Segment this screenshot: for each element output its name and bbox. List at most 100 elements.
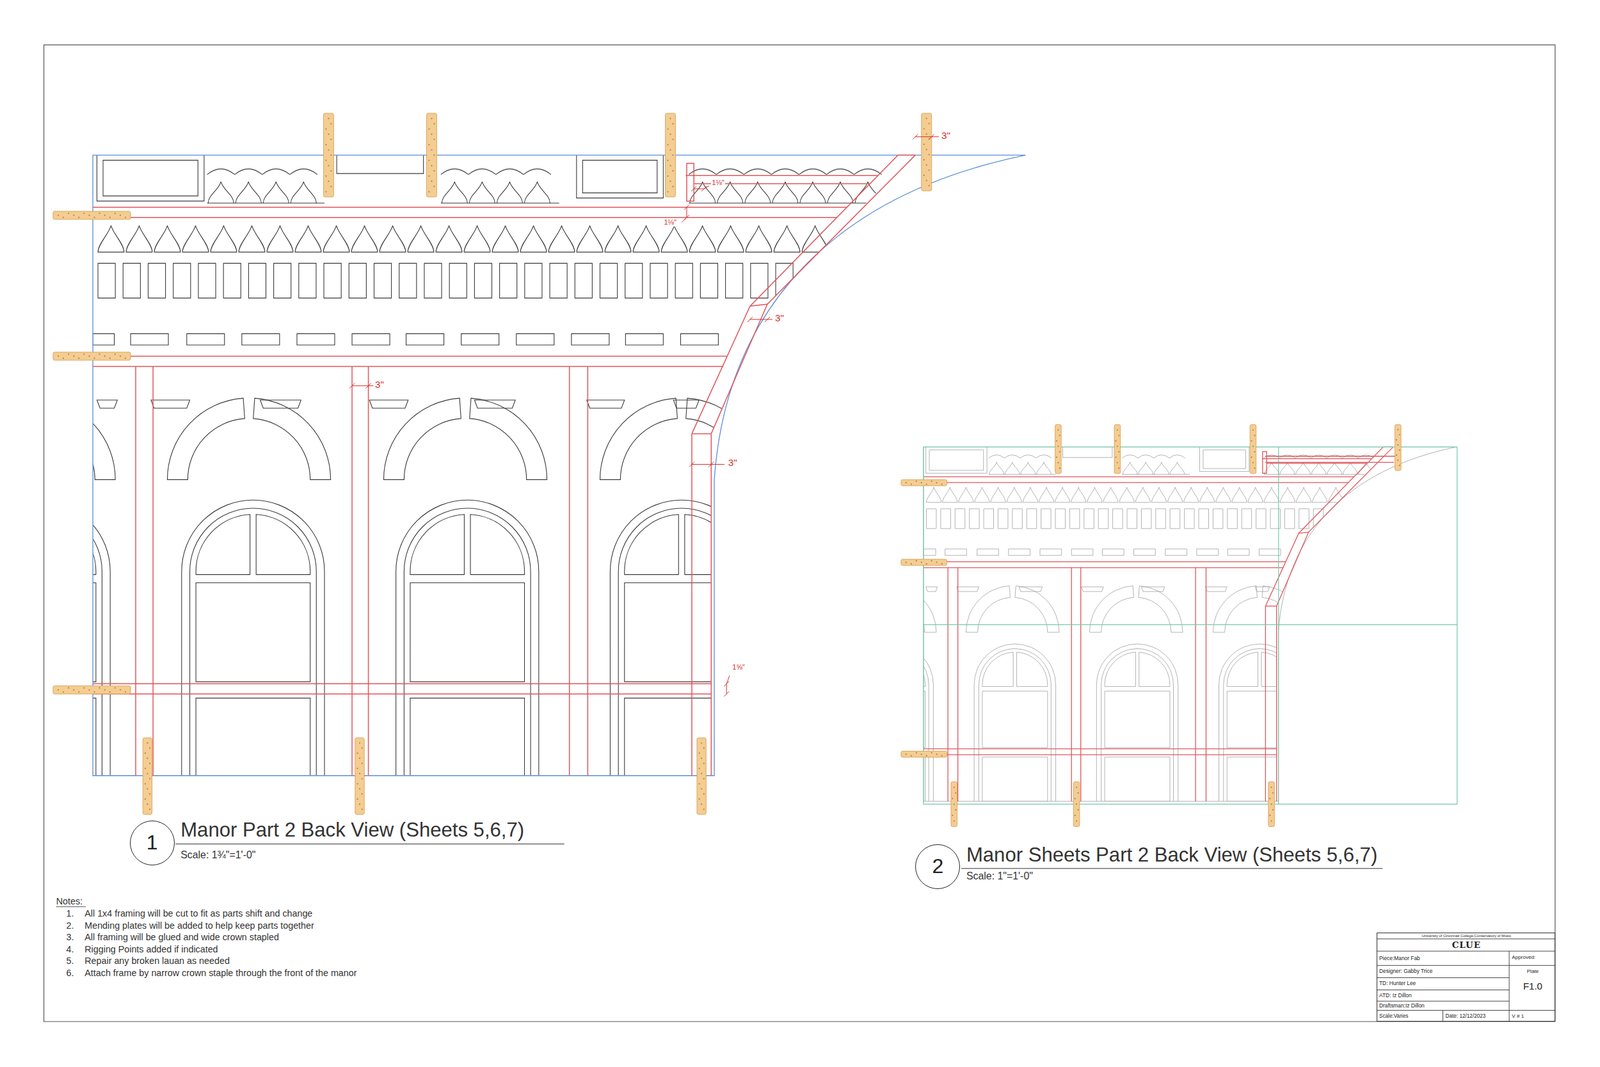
window-pane	[982, 691, 1048, 748]
rig-dot	[359, 787, 361, 790]
window-pane	[1016, 652, 1048, 687]
rig-dot	[666, 159, 669, 161]
rig-dot	[104, 355, 106, 357]
rig-dot	[1114, 456, 1117, 458]
rig-dot	[1074, 798, 1076, 800]
view-1	[0, 154, 1026, 776]
rig-dot	[672, 185, 674, 187]
dentil	[1084, 508, 1094, 529]
scallop	[351, 225, 378, 252]
rig-dot	[88, 689, 90, 691]
dimension: 3"	[727, 456, 738, 468]
scallop	[1312, 487, 1328, 503]
dimension: 3"	[374, 378, 385, 390]
view-callout-circle: 1	[129, 820, 175, 866]
dentil	[954, 508, 965, 529]
view-scale: Scale: 1"=1'-0"	[966, 870, 1033, 882]
rig-dot	[361, 747, 363, 749]
rig-dot	[88, 355, 90, 357]
framing-1x4	[947, 567, 949, 802]
window-frame	[0, 499, 111, 776]
dentil	[298, 263, 317, 298]
arch-piece	[167, 398, 245, 480]
framing-1x4	[750, 304, 768, 306]
rig-dot	[669, 165, 671, 167]
rig-dot	[700, 772, 703, 774]
rig-dot	[666, 144, 669, 146]
rig-dot	[923, 143, 925, 145]
rig-dot	[62, 357, 64, 360]
scallop-arc	[1169, 455, 1186, 459]
framing-1x4	[1194, 567, 1196, 802]
arch-piece	[842, 585, 888, 633]
rig-dot	[1252, 445, 1254, 447]
window-pane	[684, 514, 740, 575]
rig-dot	[926, 483, 928, 485]
rig-dot	[920, 753, 923, 755]
rig-dot	[1077, 808, 1079, 811]
dim-tick	[723, 691, 729, 697]
window-pane	[410, 514, 465, 575]
rig-dot	[669, 117, 671, 120]
rig-dot	[1118, 434, 1120, 436]
scallop-arc	[854, 168, 882, 175]
dentil	[1284, 508, 1295, 529]
framing-1x4	[1071, 567, 1072, 802]
scallop	[1296, 462, 1311, 475]
dentil	[1141, 508, 1151, 529]
scallop	[295, 225, 322, 252]
rig-dot	[144, 782, 146, 784]
tab	[673, 400, 699, 409]
rig-dot	[330, 122, 332, 125]
dimension-line	[349, 383, 371, 389]
arch-piece	[0, 398, 30, 480]
framing-diagonal	[1276, 446, 1394, 607]
rig-dot	[88, 214, 90, 216]
scallop	[407, 225, 434, 252]
panel	[582, 160, 657, 193]
scallop	[1122, 462, 1138, 475]
scallop	[604, 225, 632, 252]
sheet-seam	[1278, 446, 1279, 804]
dentil	[1112, 508, 1123, 529]
scallop	[266, 225, 294, 252]
scallop	[1022, 487, 1038, 503]
dentil	[1026, 508, 1037, 529]
rig-dot	[98, 353, 100, 355]
framing-1x4	[897, 154, 916, 157]
framing-1x4	[923, 753, 1277, 755]
scallop	[1119, 487, 1135, 503]
rig-dot	[926, 179, 928, 182]
rig-dot	[1059, 434, 1061, 436]
dentil	[173, 263, 191, 298]
rig-body	[355, 737, 365, 815]
rigging-point	[142, 737, 152, 815]
scallop-base	[688, 202, 898, 204]
dentil	[424, 263, 442, 298]
note-text: Attach frame by narrow crown staple thro…	[84, 967, 357, 978]
tab	[1205, 586, 1228, 592]
scallop-arc	[826, 168, 854, 175]
rig-dot	[356, 767, 358, 769]
show-title: CLUE	[1377, 940, 1556, 950]
scallop	[1153, 462, 1169, 475]
scallop-base	[207, 202, 325, 204]
scallop	[235, 181, 262, 203]
rig-dot	[72, 355, 75, 357]
dentil	[1184, 508, 1195, 529]
school-name: University of Cincinnati College-Conserv…	[1377, 933, 1556, 939]
arch-piece	[469, 398, 548, 480]
framing-1x4	[691, 433, 693, 776]
scallop	[1169, 462, 1185, 475]
rig-dot	[325, 128, 327, 130]
dentil	[725, 263, 744, 298]
scallop	[773, 225, 800, 252]
dim-tick	[912, 134, 918, 140]
rig-dot	[109, 357, 111, 360]
scallop	[1103, 487, 1119, 503]
rig-dot	[954, 808, 957, 811]
rig-dot	[1116, 462, 1119, 464]
dentil	[1069, 508, 1080, 529]
rig-dot	[330, 138, 332, 141]
rig-dot	[936, 481, 938, 484]
